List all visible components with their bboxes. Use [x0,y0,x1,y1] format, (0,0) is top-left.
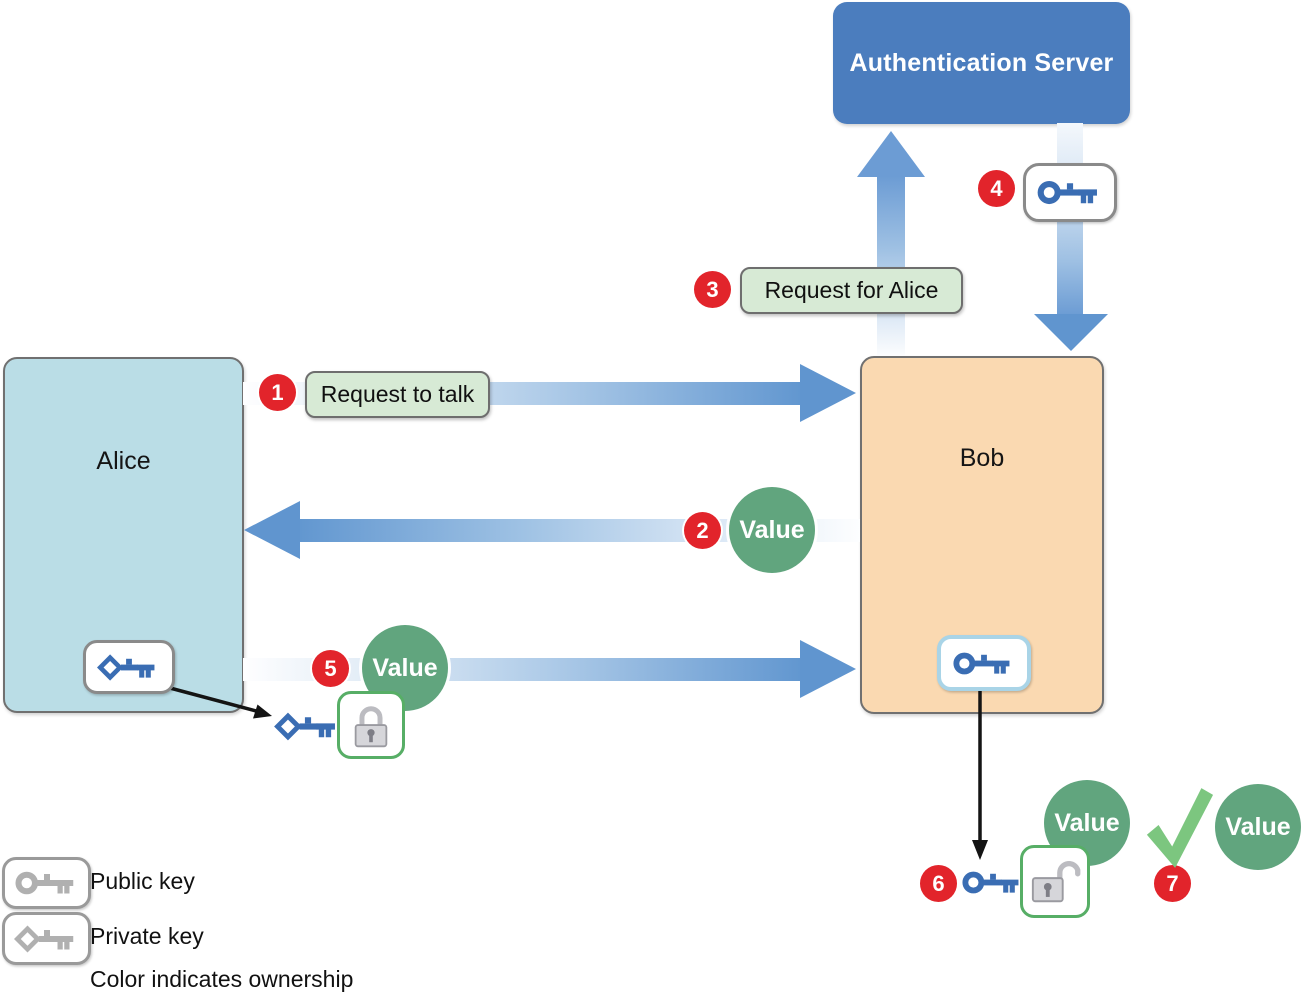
legend-ownership-note: Color indicates ownership [90,966,354,992]
request-to-auth-server-arrow-head [857,131,925,177]
key-from-auth-server-arrow-head [1034,314,1108,351]
locked-value-box [337,691,405,759]
step-number: 6 [932,870,945,896]
step-number: 7 [1166,870,1179,896]
private-key-icon [274,712,335,741]
value-text: Value [372,653,438,682]
public-key-icon [1037,180,1097,205]
step-number: 5 [324,655,337,681]
alice-label: Alice [96,447,151,475]
request-to-talk-arrow-head [800,364,856,422]
request-to-talk-label: Request to talk [305,371,490,418]
step-badge-5: 5 [312,650,349,687]
alice-private-key-box [83,640,175,694]
request-for-alice-label: Request for Alice [740,267,963,314]
public-key-icon [953,652,1010,674]
bob-label: Bob [959,444,1005,472]
unlocked-value-box [1020,845,1090,918]
value-circle-step7: Value [1215,784,1301,870]
request-to-auth-server-arrow-shaft [877,176,905,356]
step-badge-7: 7 [1154,865,1191,902]
step-badge-3: 3 [694,271,731,308]
value-text: Value [739,515,805,544]
value-text: Value [1225,812,1291,841]
step-badge-6: 6 [920,865,957,902]
auth-server-label: Authentication Server [849,48,1114,77]
bob-key-connector-arrowhead [972,840,988,860]
legend-public-key-box [2,857,91,909]
step-number: 4 [990,175,1003,201]
step-number: 2 [696,517,709,543]
bob-public-key-box [937,635,1031,691]
public-key-icon [15,871,73,895]
legend-private-key-label: Private key [90,923,204,949]
step-number: 3 [706,276,719,302]
value-text: Value [1054,808,1120,837]
public-key-icon [962,871,1019,894]
locked-padlock-icon [354,705,388,747]
legend-public-key-label: Public key [90,868,195,894]
checkmark-icon [1146,788,1214,868]
encrypted-value-to-bob-arrow-head [800,640,856,698]
legend-private-key-box [2,912,91,965]
step-number: 1 [271,379,284,405]
value-circle-step5: Value [362,625,448,711]
auth-server-box: Authentication Server [833,2,1130,124]
step-badge-1: 1 [259,374,296,411]
step-badge-4: 4 [978,170,1015,207]
value-to-alice-arrow-head [244,501,300,559]
request-for-alice-text: Request for Alice [764,277,939,303]
value-circle-step2: Value [729,487,815,573]
alice-private-key-connector-arrowhead [253,704,272,719]
step-badge-2: 2 [684,512,721,549]
private-key-icon [97,653,155,681]
request-to-talk-text: Request to talk [320,381,475,407]
step4-public-key-box [1023,163,1117,222]
private-key-icon [13,925,73,952]
unlocked-padlock-icon [1031,860,1081,902]
